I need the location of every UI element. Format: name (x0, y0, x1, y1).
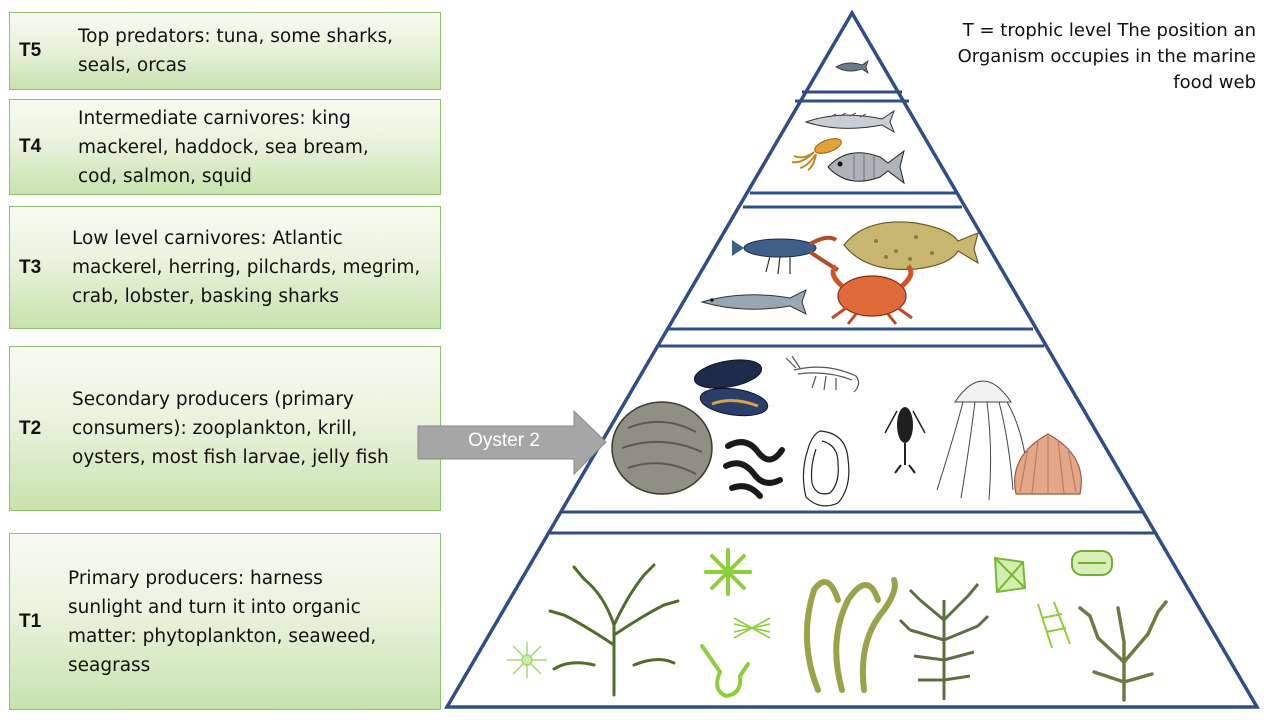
mackerel-icon (804, 109, 896, 134)
jellyfish-icon (936, 380, 1028, 501)
phytoplankton-icon (993, 556, 1027, 594)
scallop-icon (1014, 433, 1082, 495)
level-description: Secondary producers (primary consumers):… (72, 389, 389, 468)
seaweed-icon (1078, 600, 1168, 702)
phytoplankton-icon (704, 548, 752, 596)
level-box-t3: T3 Low level carnivores: Atlantic macker… (9, 206, 441, 329)
level-description: Primary producers: harness sunlight and … (68, 567, 377, 676)
seaweed-icon (898, 583, 990, 700)
phytoplankton-icon (1037, 601, 1071, 649)
crab-icon (830, 264, 914, 325)
level-code: T1 (19, 610, 42, 632)
oyster-2-arrow (417, 409, 607, 476)
flatfish-icon (843, 221, 979, 271)
krill-icon (785, 355, 860, 393)
phytoplankton-icon (733, 617, 771, 639)
level-description: Intermediate carnivores: king mackerel, … (78, 107, 369, 187)
level-box-t1: T1 Primary producers: harness sunlight a… (9, 533, 441, 710)
copepod-icon (884, 407, 926, 474)
seaweed-icon (548, 563, 680, 697)
level-box-t4: T4 Intermediate carnivores: king mackere… (9, 99, 441, 195)
tier-separators (549, 90, 1154, 535)
level-code: T4 (19, 136, 42, 157)
worm-icon (723, 439, 785, 499)
squid-icon (791, 138, 842, 171)
phytoplankton-icon (507, 642, 547, 678)
level-box-t2: T2 Secondary producers (primary consumer… (9, 346, 441, 511)
level-description: Low level carnivores: Atlantic mackerel,… (72, 228, 421, 307)
oyster-shell-outline-icon (802, 430, 850, 507)
level-box-t5: T5 Top predators: tuna, some sharks, sea… (9, 12, 441, 90)
herring-icon (700, 289, 807, 315)
oyster-icon (611, 401, 713, 495)
mussel-icon (693, 359, 769, 417)
oyster-2-label: Oyster 2 (468, 430, 540, 451)
level-code: T5 (19, 40, 42, 61)
phytoplankton-icon (1071, 550, 1113, 576)
trophic-level-legend: T = trophic level The position an Organi… (957, 20, 1256, 93)
phytoplankton-icon (700, 644, 750, 699)
level-code: T2 (19, 417, 42, 439)
level-description: Top predators: tuna, some sharks, seals,… (78, 26, 394, 76)
tuna-icon (835, 60, 869, 74)
seagrass-icon (803, 577, 898, 693)
sea-bream-icon (827, 149, 905, 185)
level-code: T3 (19, 256, 42, 278)
lobster-icon (732, 235, 840, 275)
